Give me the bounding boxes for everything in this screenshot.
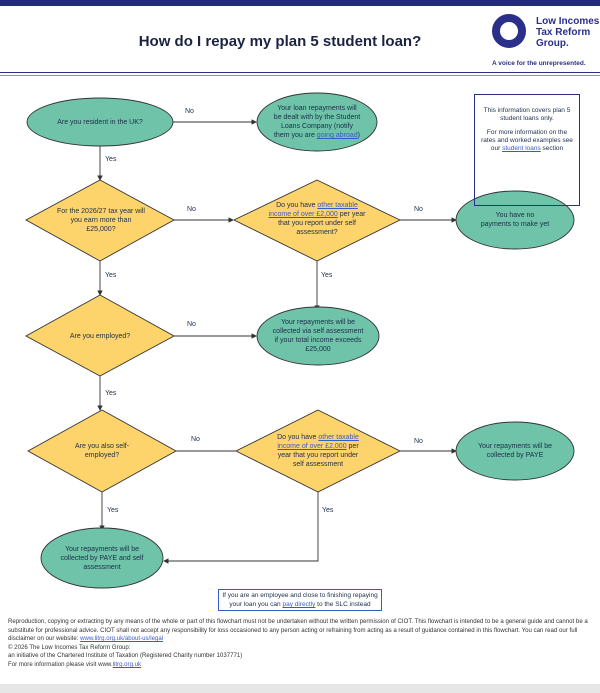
slc-line-3: Loans Company (notify — [281, 123, 353, 130]
node-employed-question: Are you employed? — [69, 332, 131, 340]
footer-line-1: Reproduction, copying or extracting by a… — [8, 618, 596, 644]
edge-label-yes: Yes — [105, 272, 117, 279]
edge-label-no: No — [185, 108, 194, 115]
footer-line-3: an initiative of the Chartered Institute… — [8, 652, 243, 660]
other-taxable-income-link-1[interactable]: other taxable income of over £2,000 — [268, 202, 358, 218]
node-other-income-1: Do you have other taxable income of over… — [268, 200, 366, 241]
logo-line-1: Low Incomes — [536, 16, 600, 27]
diamond-self-employed — [27, 409, 177, 493]
diamond-earn — [25, 179, 175, 262]
info-para-2: For more information on the rates and wo… — [480, 129, 574, 153]
edge-label-yes: Yes — [107, 507, 119, 514]
node-other-income-2: Do you have other taxable income of over… — [272, 433, 364, 471]
edge-other2-yes — [163, 492, 319, 564]
node-paye-sa-collected: Your repayments will be collected by PAY… — [60, 545, 144, 571]
diamond-employed — [25, 294, 175, 377]
slc-line-4: them you are going abroad) — [274, 131, 360, 140]
node-sa-collected: Your repayments will be collected via se… — [272, 319, 364, 353]
other-income-1-post: per year that you report under self asse… — [278, 211, 366, 236]
ellipse-paye-sa — [40, 527, 164, 589]
student-loans-link[interactable]: student loans — [502, 145, 541, 152]
node-no-payments: You have no payments to make yet — [480, 212, 550, 228]
node-paye-collected: Your repayments will be collected by PAY… — [477, 443, 553, 459]
footer-disclaimer-text: Reproduction, copying or extracting by a… — [8, 618, 588, 643]
edge-label-no: No — [414, 438, 423, 445]
ellipse-resident — [26, 97, 174, 147]
slc-line-4-pre: them you are — [273, 132, 317, 139]
info-para-2-post: section — [540, 145, 564, 152]
other-income-1-pre: Do you have — [276, 202, 318, 209]
node-self-employed-question: Are you also self- employed? — [74, 443, 130, 459]
header-divider-secondary — [0, 75, 600, 76]
logo-ring-icon — [492, 14, 526, 48]
info-box: This information covers plan 5 student l… — [474, 94, 580, 206]
logo-line-3: Group. — [536, 38, 569, 49]
pay-directly-note: If you are an employee and close to fini… — [218, 589, 382, 611]
logo-tagline: A voice for the unrepresented. — [492, 60, 586, 67]
ellipse-paye-collected — [455, 421, 575, 481]
diamond-other-income-1 — [232, 179, 402, 262]
bottom-bar — [0, 684, 600, 693]
diamond-other-income-2 — [234, 409, 402, 493]
edge-label-no: No — [187, 206, 196, 213]
node-earn-question: For the 2026/27 tax year will you earn m… — [57, 207, 145, 233]
litrg-website-link[interactable]: litrg.org.uk — [112, 660, 142, 668]
footer-line-4: For more information please visit www.li… — [8, 661, 596, 670]
edge-label-yes: Yes — [322, 507, 334, 514]
edge-label-no: No — [414, 206, 423, 213]
node-slc: Your loan repayments will be dealt with … — [265, 99, 369, 145]
note-pre: If you are an employee and close to fini… — [222, 592, 378, 608]
edge-label-no: No — [187, 321, 196, 328]
footer-disclaimer: Reproduction, copying or extracting by a… — [8, 618, 596, 670]
litrg-logo[interactable]: Low Incomes Tax Reform Group. A voice fo… — [492, 14, 600, 72]
node-resident-question: Are you resident in the UK? — [57, 118, 143, 126]
pay-directly-link[interactable]: pay directly — [282, 601, 316, 608]
ellipse-sa-collected — [256, 306, 380, 366]
page-title: How do I repay my plan 5 student loan? — [138, 33, 422, 50]
header-divider — [0, 72, 600, 73]
going-abroad-link[interactable]: going abroad — [316, 132, 358, 139]
legal-link[interactable]: www.litrg.org.uk/about-us/legal — [80, 635, 164, 643]
slc-line-1: Your loan repayments will — [277, 105, 357, 112]
footer-line-2: © 2026 The Low Incomes Tax Reform Group: — [8, 643, 131, 651]
edge-label-yes: Yes — [105, 390, 117, 397]
logo-text: Low Incomes Tax Reform Group. — [536, 16, 599, 49]
other-income-2-pre: Do you have — [277, 434, 319, 441]
info-para-2-pre: For more information on the rates and wo… — [481, 129, 573, 152]
logo-line-2: Tax Reform — [536, 27, 591, 38]
ellipse-slc — [256, 92, 378, 152]
footer-visit-text: For more information please visit www. — [8, 660, 113, 668]
edge-label-yes: Yes — [105, 156, 117, 163]
slc-line-4-post: ) — [357, 132, 361, 139]
edge-label-yes: Yes — [321, 272, 333, 279]
other-taxable-income-link-2[interactable]: other taxable income of over £2,000 — [277, 434, 359, 450]
top-bar — [0, 0, 600, 6]
info-para-1: This information covers plan 5 student l… — [483, 107, 571, 122]
edge-label-no: No — [191, 436, 200, 443]
note-post: to the SLC instead — [315, 601, 371, 608]
other-income-2-post: per year that you report under self asse… — [277, 443, 359, 468]
slc-line-2: be dealt with by the Student — [273, 114, 361, 121]
